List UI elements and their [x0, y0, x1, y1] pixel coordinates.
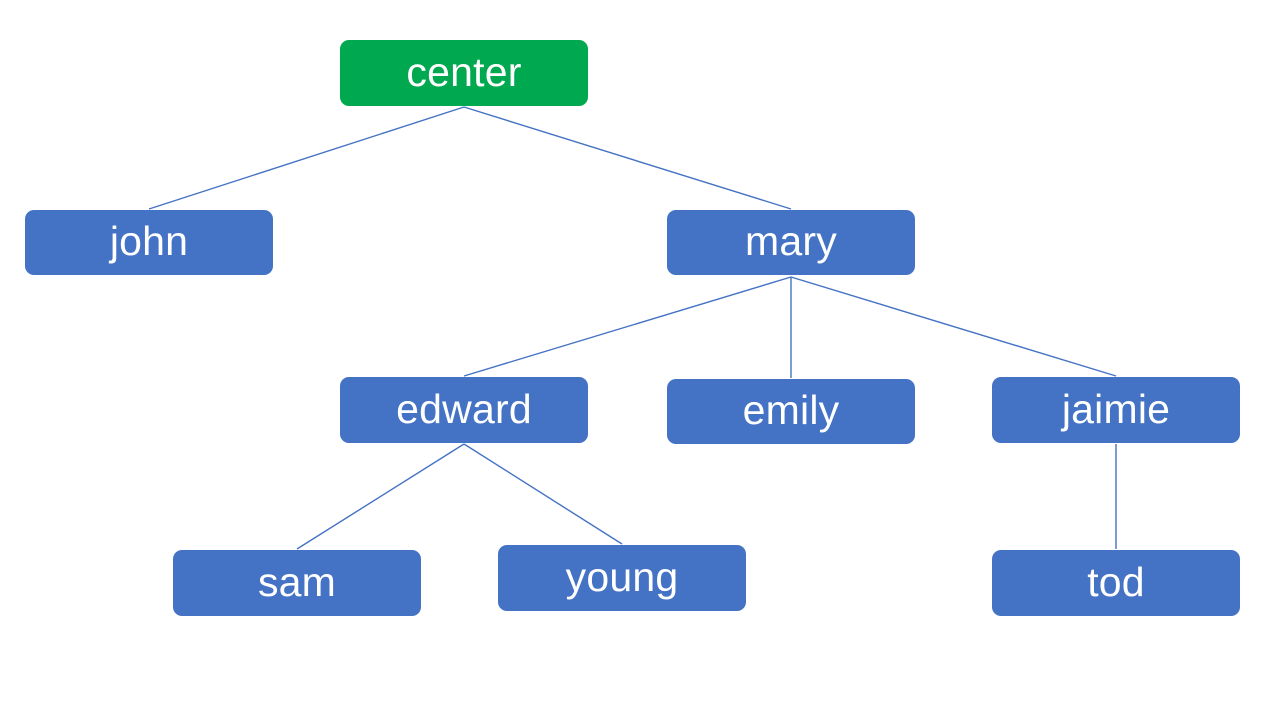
- edge-center-to-mary: [463, 106, 792, 210]
- node-sam[interactable]: sam: [173, 550, 421, 616]
- node-label-tod: tod: [1087, 558, 1145, 605]
- node-mary[interactable]: mary: [667, 210, 915, 275]
- node-label-jaimie: jaimie: [1061, 385, 1171, 432]
- edge-mary-to-edward: [463, 276, 792, 377]
- node-tod[interactable]: tod: [992, 550, 1240, 616]
- edge-edward-to-young: [463, 443, 623, 545]
- node-label-john: john: [109, 218, 189, 264]
- node-label-center: center: [406, 48, 522, 95]
- node-john[interactable]: john: [25, 210, 273, 275]
- node-jaimie[interactable]: jaimie: [992, 377, 1240, 443]
- node-center[interactable]: center: [340, 40, 588, 106]
- node-label-young: young: [565, 553, 679, 600]
- node-label-sam: sam: [257, 558, 337, 605]
- node-label-emily: emily: [742, 387, 840, 433]
- node-young[interactable]: young: [498, 545, 746, 611]
- edge-center-to-john: [148, 106, 465, 210]
- node-emily[interactable]: emily: [667, 379, 915, 444]
- node-label-edward: edward: [396, 385, 532, 432]
- node-label-mary: mary: [745, 218, 837, 264]
- edge-edward-to-sam: [296, 443, 465, 550]
- node-edward[interactable]: edward: [340, 377, 588, 443]
- edge-mary-to-jaimie: [790, 276, 1117, 377]
